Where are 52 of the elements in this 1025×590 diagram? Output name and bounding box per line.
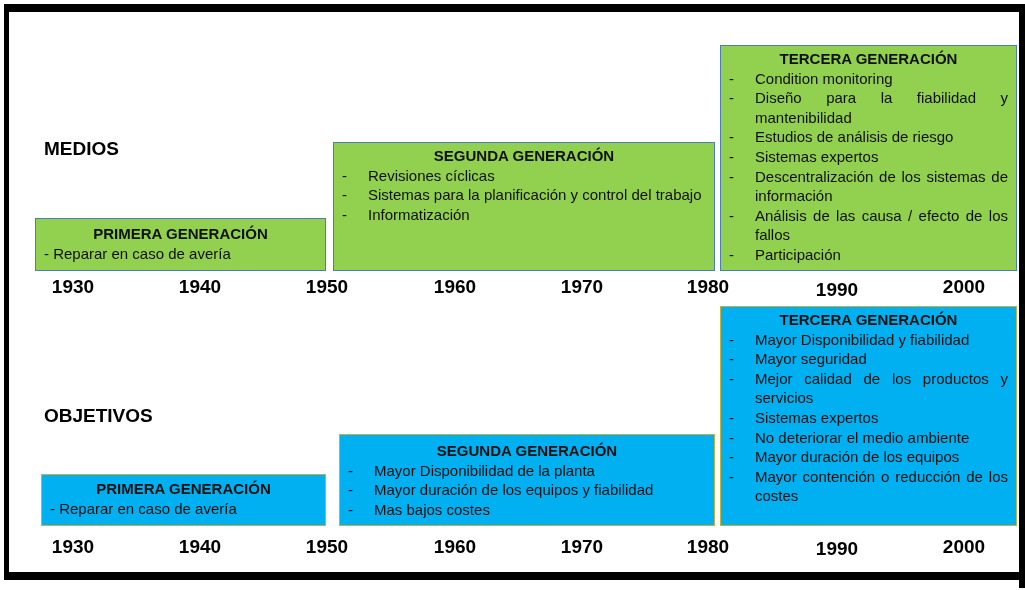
list-item: - No deteriorar el medio ambiente — [729, 427, 971, 448]
year-label: 1960 — [433, 276, 477, 298]
list-item: - Mayor seguridad — [729, 349, 868, 369]
list-item: - Diseño para la fiabilidad y mantenibilidad — [729, 88, 1008, 128]
generation-box — [720, 306, 1017, 526]
year-label: 1940 — [178, 536, 222, 558]
year-label: 2000 — [942, 276, 986, 298]
list-item: - Revisiones cíclicas — [342, 165, 496, 186]
year-label: 1940 — [178, 276, 222, 298]
generation-box — [333, 142, 715, 271]
list-item: - Mayor Disponibilidad de la planta — [348, 460, 596, 481]
row-heading: MEDIOS — [44, 138, 119, 160]
list-item: - Participación — [729, 244, 842, 265]
list-item: - Mas bajos costes — [348, 499, 491, 520]
list-item: - Estudios de análisis de riesgo — [729, 127, 955, 147]
year-label: 1990 — [815, 538, 859, 560]
list-item: - Descentralización de los sistemas de información — [729, 166, 1008, 206]
list-item: - Mayor duración de los equipos y fiabilidad — [348, 480, 655, 500]
list-item: - Análisis de las causa / efecto de los fallos — [729, 205, 1008, 245]
list-item: - Mejor calidad de los productos y servicios — [729, 368, 1008, 408]
list-item: - Sistemas expertos — [729, 146, 880, 167]
box-heading: PRIMERA GENERACIÓN — [92, 224, 269, 244]
generation-box — [720, 45, 1017, 271]
year-label: 1960 — [433, 536, 477, 558]
generation-box — [339, 434, 715, 526]
generation-box — [41, 474, 326, 526]
list-item: - Sistemas expertos — [729, 407, 880, 428]
year-label: 1930 — [51, 536, 95, 558]
generation-box — [35, 218, 326, 271]
list-item: - Mayor contención o reducción de los costes — [729, 466, 1008, 506]
year-label: 1970 — [560, 536, 604, 558]
year-label: 1950 — [305, 536, 349, 558]
list-item: - Mayor Disponibilidad y fiabilidad — [729, 329, 971, 350]
list-item: - Mayor duración de los equipos — [729, 447, 961, 467]
list-item: - Condition monitoring — [729, 68, 894, 89]
box-heading: TERCERA GENERACIÓN — [778, 49, 959, 69]
box-heading: PRIMERA GENERACIÓN — [95, 479, 272, 499]
box-heading: SEGUNDA GENERACIÓN — [432, 146, 616, 166]
year-label: 1980 — [686, 536, 730, 558]
year-label: 1990 — [815, 279, 859, 301]
list-item: - Reparar en caso de avería — [44, 243, 232, 264]
list-item: - Reparar en caso de avería — [50, 498, 238, 519]
row-heading: OBJETIVOS — [44, 405, 153, 427]
list-item: - Informatización — [342, 204, 471, 225]
year-label: 1930 — [51, 276, 95, 298]
box-heading: SEGUNDA GENERACIÓN — [435, 441, 619, 461]
year-label: 1970 — [560, 276, 604, 298]
box-heading: TERCERA GENERACIÓN — [778, 310, 959, 330]
year-label: 1980 — [686, 276, 730, 298]
year-label: 2000 — [942, 536, 986, 558]
year-label: 1950 — [305, 276, 349, 298]
list-item: - Sistemas para la planificación y control del trabajo — [342, 185, 703, 205]
